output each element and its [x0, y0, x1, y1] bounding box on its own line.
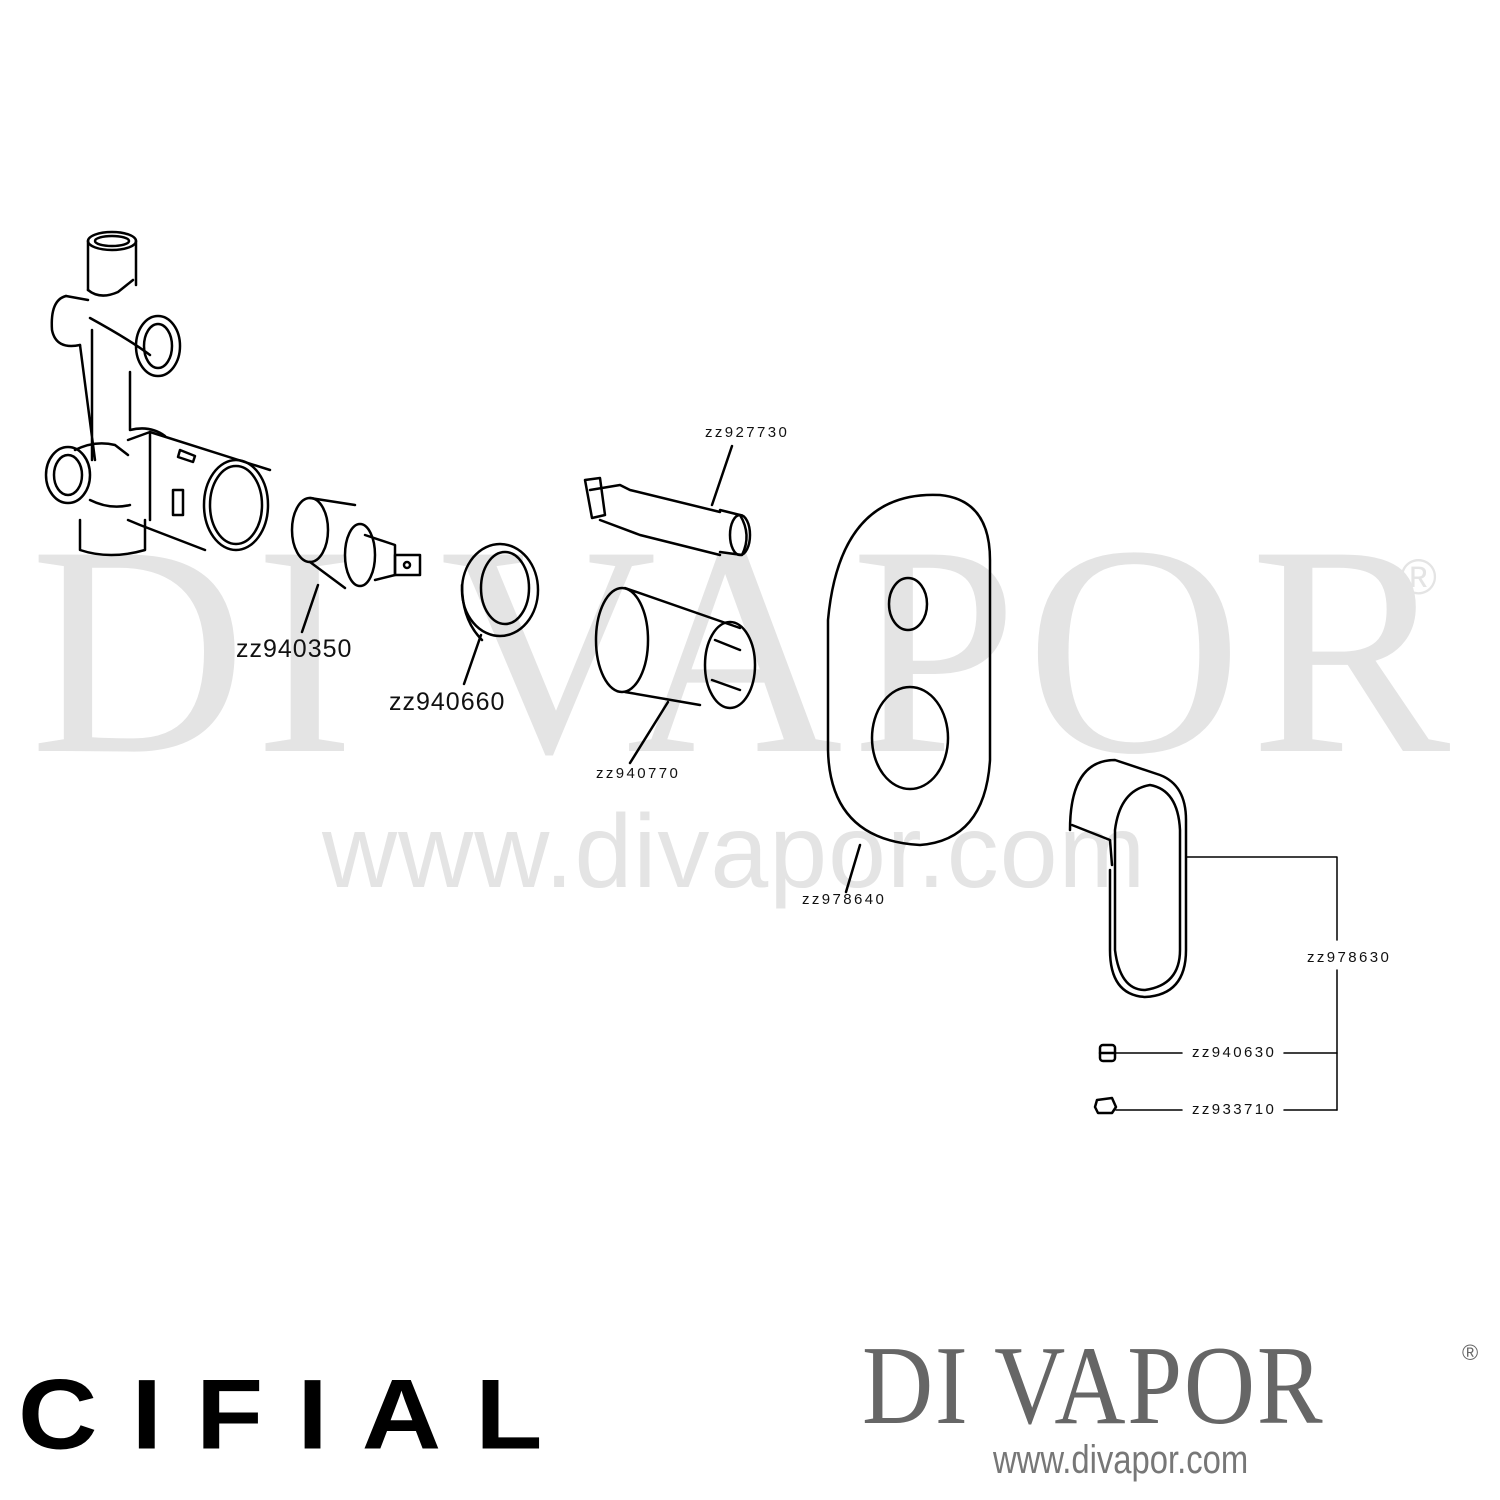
diverter-spindle-drawing: [583, 476, 752, 557]
bracket-lines: [1114, 856, 1338, 1111]
leader-line-zz978640: [844, 843, 862, 894]
watermark-url: www.divapor.com: [322, 794, 1147, 910]
part-label-zz940350: zz940350: [236, 635, 353, 663]
divapor-url: www.divapor.com: [993, 1438, 1249, 1482]
cover-plate-drawing: [826, 493, 992, 847]
part-label-zz940660: zz940660: [389, 688, 506, 716]
part-label-zz940770: zz940770: [596, 765, 681, 782]
cifial-logo: CIFIAL: [18, 1359, 577, 1470]
cartridge-drawing: [290, 496, 422, 590]
adaptor-drawing: [1093, 1096, 1118, 1115]
watermark-registered-mark: ®: [1400, 549, 1437, 605]
sleeve-drawing: [594, 586, 757, 710]
part-label-zz927730: zz927730: [705, 424, 790, 441]
leader-line-zz940350: [300, 583, 320, 634]
leader-line-zz940660: [462, 633, 483, 686]
lever-handle-drawing: [1068, 758, 1188, 999]
valve-body-drawing: [44, 230, 272, 557]
divapor-logo: DI VAPOR: [862, 1324, 1325, 1448]
part-label-zz940630: zz940630: [1192, 1044, 1277, 1061]
grub-screw-drawing: [1098, 1043, 1117, 1063]
part-label-zz978630: zz978630: [1307, 949, 1392, 966]
part-label-zz978640: zz978640: [802, 891, 887, 908]
leader-line-zz940770: [628, 700, 670, 765]
leader-line-zz927730: [710, 444, 734, 507]
retaining-nut-drawing: [460, 542, 540, 642]
part-label-zz933710: zz933710: [1192, 1101, 1277, 1118]
divapor-registered-mark: ®: [1462, 1340, 1479, 1365]
